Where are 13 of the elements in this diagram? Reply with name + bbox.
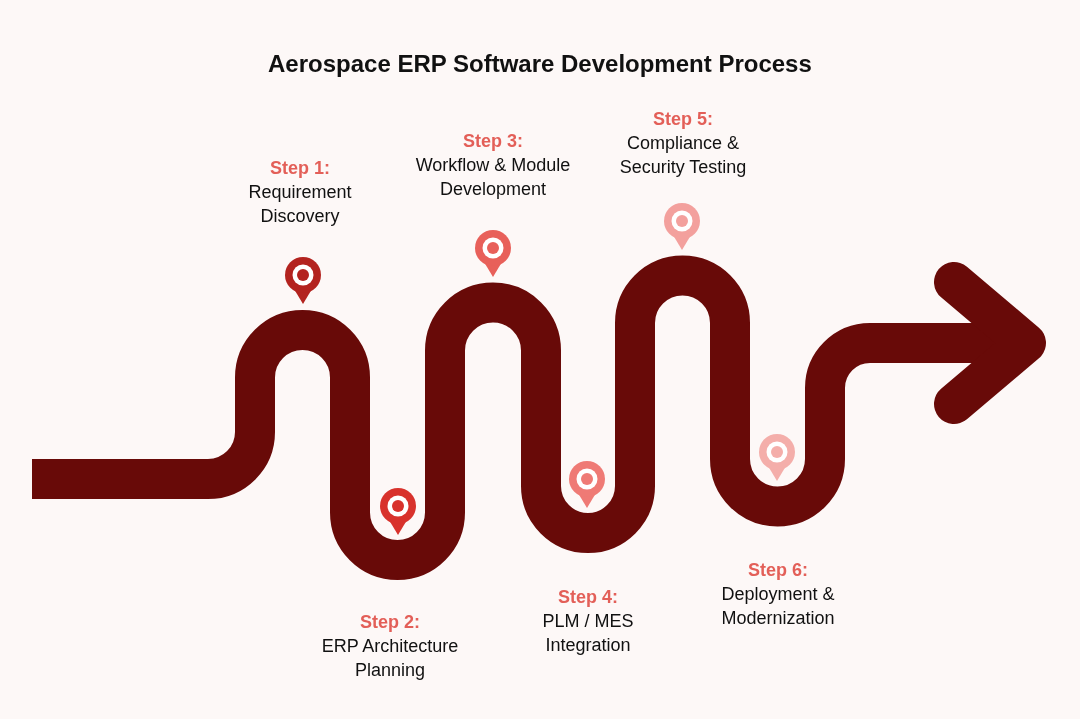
step-description: Compliance & Security Testing: [618, 132, 748, 179]
step-heading: Step 1:: [270, 157, 330, 180]
step-description: PLM / MES Integration: [541, 610, 635, 657]
step-heading: Step 3:: [463, 130, 523, 153]
step-description: Deployment & Modernization: [720, 583, 836, 630]
step-heading: Step 6:: [748, 559, 808, 582]
title: Aerospace ERP Software Development Process: [268, 50, 812, 78]
step-heading: Step 5:: [653, 108, 713, 131]
step-description: Requirement Discovery: [247, 181, 353, 228]
step-description: ERP Architecture Planning: [320, 635, 460, 682]
step-heading: Step 2:: [360, 611, 420, 634]
step-description: Workflow & Module Development: [414, 154, 572, 201]
step-heading: Step 4:: [558, 586, 618, 609]
